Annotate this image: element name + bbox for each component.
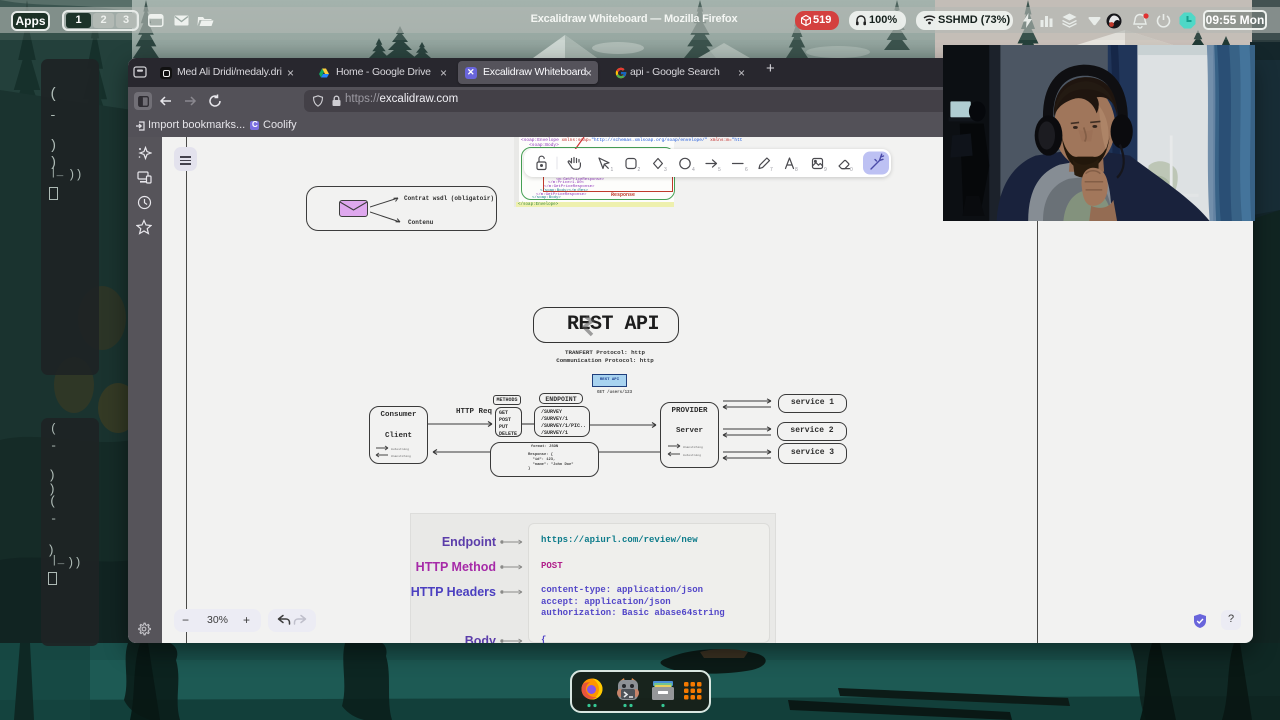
svg-text:8: 8 bbox=[795, 167, 798, 173]
svg-text:Autostning: Autostning bbox=[391, 447, 409, 451]
svg-text:Unanstching: Unanstching bbox=[391, 454, 411, 458]
svg-text:6: 6 bbox=[745, 167, 748, 173]
svg-text:3: 3 bbox=[664, 167, 667, 173]
svg-text:5: 5 bbox=[718, 167, 721, 173]
svg-text:7: 7 bbox=[770, 167, 773, 173]
svg-text:0: 0 bbox=[850, 167, 853, 173]
svg-text:Unanstching: Unanstching bbox=[683, 445, 703, 449]
svg-text:2: 2 bbox=[638, 167, 641, 173]
svg-text:1: 1 bbox=[611, 167, 614, 173]
svg-text:9: 9 bbox=[824, 167, 827, 173]
svg-text:Autostning: Autostning bbox=[683, 453, 701, 457]
svg-text:4: 4 bbox=[692, 167, 695, 173]
